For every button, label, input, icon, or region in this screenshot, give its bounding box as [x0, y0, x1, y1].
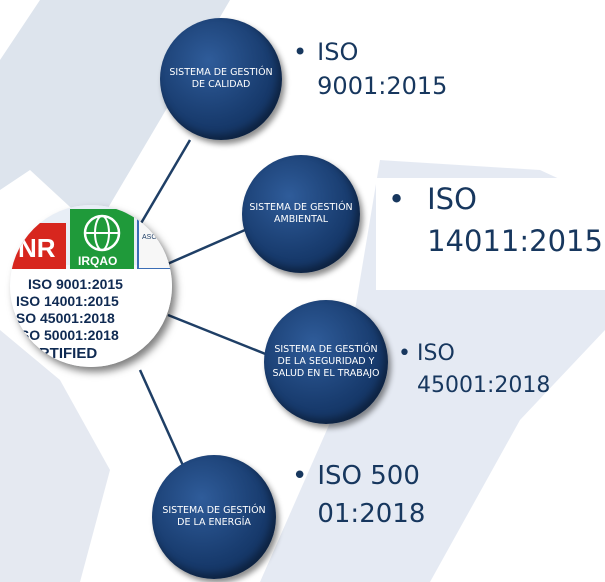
connector-ambiental [164, 228, 246, 267]
logo-mid-text: IRQAO [78, 254, 117, 268]
node-ambiental: SISTEMA DE GESTIÓN AMBIENTAL [242, 155, 360, 273]
bullet-seguridad-text: ISO 45001:2018 [416, 341, 551, 398]
node-energia-label: SISTEMA DE GESTIÓN DE LA ENERGÍA [162, 505, 266, 528]
bullet-energia-text: ISO 50001:2018 [317, 461, 426, 529]
logo-green-block [70, 209, 134, 269]
certification-logo-graphic: NR IRQAO ASCB ISO 9001:2015 ISO 14001:20… [10, 205, 172, 367]
bullet-dot: • [293, 38, 308, 66]
connector-energia [138, 369, 187, 471]
bullet-seguridad: • ISO 45001:2018 [398, 338, 598, 402]
hub-line-2: ISO 14001:2015 [16, 293, 119, 309]
connector-seguridad [167, 313, 269, 357]
hub-line-1: ISO 9001:2015 [28, 276, 123, 292]
node-calidad-label: SISTEMA DE GESTIÓN DE CALIDAD [169, 67, 273, 90]
logo-left-text: NR [18, 233, 56, 263]
logo-right-text: ASCB [142, 234, 161, 241]
connector-calidad [138, 139, 192, 226]
hub-line-4: ISO 50001:2018 [16, 327, 119, 343]
bullet-dot: • [388, 182, 406, 216]
bullet-dot: • [398, 341, 411, 366]
bullet-energia: • ISO 50001:2018 [292, 458, 442, 533]
bullet-dot: • [292, 461, 308, 491]
node-seguridad: SISTEMA DE GESTIÓN DE LA SEGURIDAD Y SAL… [264, 300, 388, 424]
bullet-calidad-text: ISO 9001:2015 [317, 38, 448, 100]
bullet-calidad: • ISO 9001:2015 [293, 36, 483, 103]
node-calidad: SISTEMA DE GESTIÓN DE CALIDAD [160, 18, 282, 140]
node-ambiental-label: SISTEMA DE GESTIÓN AMBIENTAL [249, 202, 353, 225]
watermark-shape-bottom-left [0, 330, 110, 582]
certification-logo-hub: NR IRQAO ASCB ISO 9001:2015 ISO 14001:20… [10, 205, 172, 367]
node-energia: SISTEMA DE GESTIÓN DE LA ENERGÍA [152, 455, 276, 579]
bullet-ambiental: • ISO 14011:2015 [376, 178, 605, 290]
hub-line-3: ISO 45001:2018 [12, 310, 115, 326]
bullet-ambiental-text: ISO 14011:2015 [427, 182, 603, 259]
node-seguridad-label: SISTEMA DE GESTIÓN DE LA SEGURIDAD Y SAL… [272, 344, 380, 379]
